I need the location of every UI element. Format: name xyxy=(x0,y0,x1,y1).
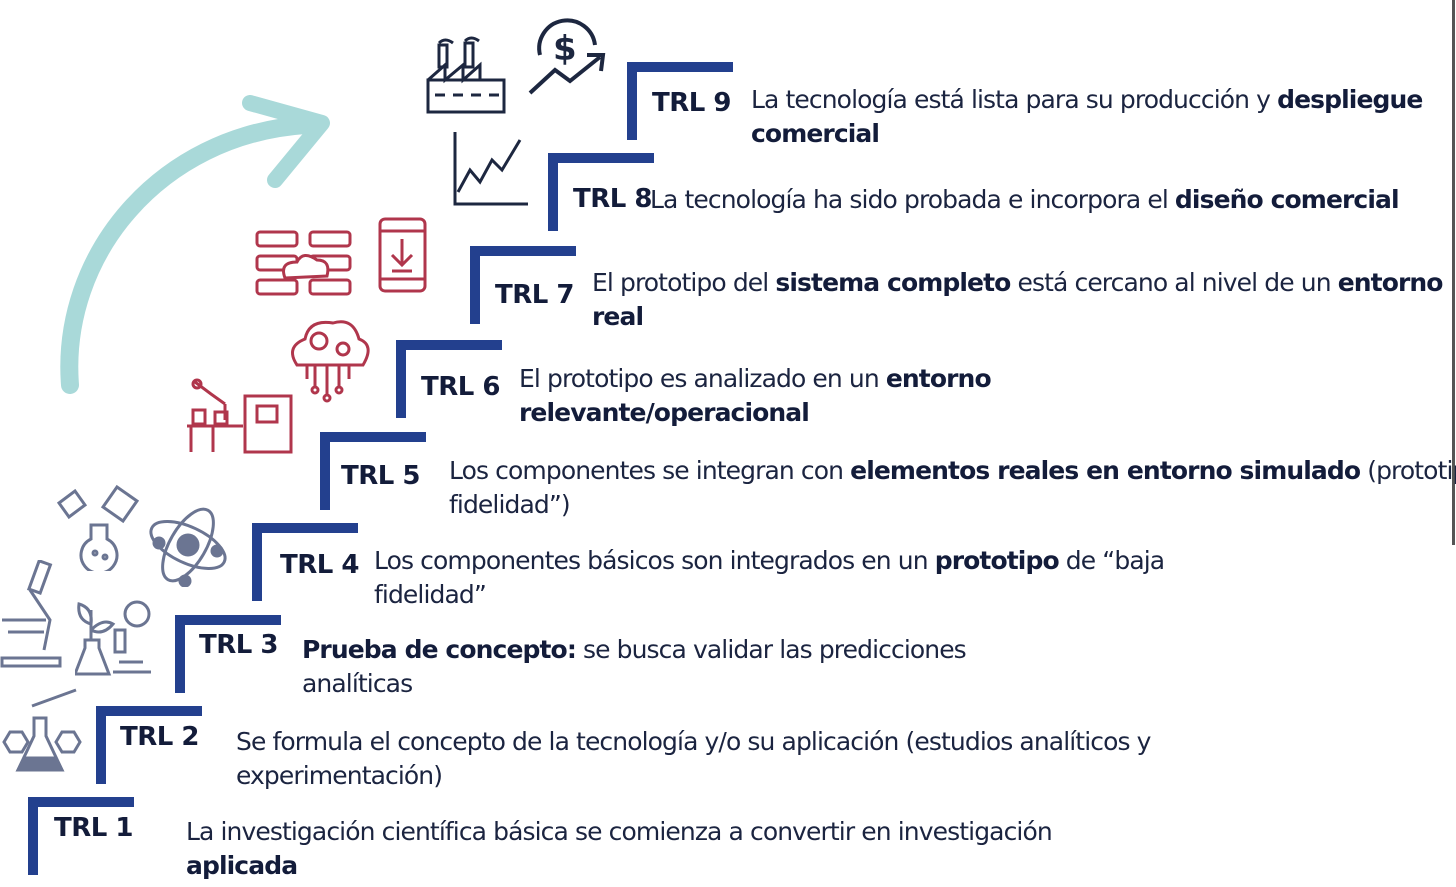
description-line: comercial xyxy=(751,117,1422,151)
trl-label: TRL 1 xyxy=(54,813,133,843)
step-bracket xyxy=(470,246,576,324)
step-bracket xyxy=(548,153,654,231)
bold-text: prototipo xyxy=(934,546,1060,575)
factory-icon xyxy=(426,36,506,114)
trl-label: TRL 2 xyxy=(120,722,199,752)
cloud-gear-icon xyxy=(291,320,370,403)
plant-flask-icon xyxy=(75,600,151,676)
trl-label: TRL 5 xyxy=(341,461,420,491)
cloud-server-icon xyxy=(255,230,352,296)
chemistry-flask-icon xyxy=(2,688,82,772)
text: La tecnología ha sido probada e incorpor… xyxy=(650,185,1175,214)
right-edge-divider xyxy=(1452,0,1455,545)
trl-label: TRL 6 xyxy=(421,372,500,402)
trl-description: Se formula el concepto de la tecnología … xyxy=(236,725,1151,793)
text: Los componentes básicos son integrados e… xyxy=(374,546,935,575)
step-bracket xyxy=(396,340,502,418)
trl-description: La investigación científica básica se co… xyxy=(186,815,1053,883)
step-bracket xyxy=(320,432,426,510)
bold-text: diseño comercial xyxy=(1174,185,1400,214)
description-line: Prueba de concepto: se busca validar las… xyxy=(302,633,967,667)
description-line: fidelidad” xyxy=(374,578,1164,612)
trl-label: TRL 4 xyxy=(280,550,359,580)
text: fidelidad” xyxy=(374,580,487,609)
step-bracket xyxy=(175,615,281,693)
svg-text:$: $ xyxy=(553,29,577,69)
bold-text: real xyxy=(592,302,644,331)
step-bracket xyxy=(252,523,358,601)
trl-description: Los componentes básicos son integrados e… xyxy=(374,544,1165,612)
bold-text: sistema completo xyxy=(775,268,1011,297)
description-line: analíticas xyxy=(302,667,966,701)
lab-glassware-icon xyxy=(56,484,140,571)
description-line: La tecnología ha sido probada e incorpor… xyxy=(650,183,1400,217)
bold-text: aplicada xyxy=(186,851,298,880)
description-line: El prototipo del sistema completo está c… xyxy=(592,266,1443,300)
trl-description: Los componentes se integran con elemento… xyxy=(449,454,1456,522)
text: La investigación científica básica se co… xyxy=(186,817,1053,846)
trl-description: El prototipo del sistema completo está c… xyxy=(592,266,1443,334)
description-line: Se formula el concepto de la tecnología … xyxy=(236,725,1151,759)
text: experimentación) xyxy=(236,761,443,790)
line-chart-icon xyxy=(453,132,528,206)
text: El prototipo del xyxy=(592,268,776,297)
microscope-icon xyxy=(0,560,62,668)
description-line: fidelidad”) xyxy=(449,488,1456,522)
text: fidelidad”) xyxy=(449,490,571,519)
text: El prototipo es analizado en un xyxy=(519,364,886,393)
trl-label: TRL 3 xyxy=(199,630,278,660)
growth-arrow-icon xyxy=(60,95,330,394)
description-line: Los componentes básicos son integrados e… xyxy=(374,544,1165,578)
trl-description: Prueba de concepto: se busca validar las… xyxy=(302,633,967,701)
trl-label: TRL 9 xyxy=(652,88,731,118)
text: (prototipo xyxy=(1367,456,1456,485)
mobile-download-icon xyxy=(378,217,427,293)
description-line: La tecnología está lista para su producc… xyxy=(751,83,1423,117)
step-bracket xyxy=(96,706,202,784)
bold-text: Prueba de concepto: xyxy=(302,635,577,664)
text: analíticas xyxy=(302,669,413,698)
text: Los componentes se integran con xyxy=(449,456,851,485)
text: de “baja xyxy=(1058,546,1165,575)
description-line: La investigación científica básica se co… xyxy=(186,815,1053,849)
bold-text: despliegue xyxy=(1277,85,1423,114)
robot-arm-icon xyxy=(187,378,293,454)
atom-icon xyxy=(149,507,227,587)
text: Se formula el concepto de la tecnología … xyxy=(236,727,1151,756)
trl-label: TRL 7 xyxy=(495,280,574,310)
trl-description: La tecnología está lista para su producc… xyxy=(751,83,1423,151)
bold-text: entorno xyxy=(1337,268,1444,297)
bold-text: relevante/operacional xyxy=(519,398,810,427)
dollar-growth-icon: $ xyxy=(528,18,606,95)
description-line: experimentación) xyxy=(236,759,1151,793)
trl-description: La tecnología ha sido probada e incorpor… xyxy=(650,183,1400,217)
step-bracket xyxy=(627,62,733,140)
description-line: relevante/operacional xyxy=(519,396,991,430)
text: La tecnología está lista para su producc… xyxy=(751,85,1278,114)
bold-text: elementos reales en entorno simulado xyxy=(850,456,1361,485)
description-line: Los componentes se integran con elemento… xyxy=(449,454,1456,488)
step-bracket xyxy=(28,797,134,875)
bold-text: entorno xyxy=(885,364,992,393)
text: está cercano al nivel de un xyxy=(1010,268,1338,297)
text: se busca validar las predicciones xyxy=(575,635,967,664)
bold-text: comercial xyxy=(751,119,880,148)
description-line: real xyxy=(592,300,1443,334)
trl-label: TRL 8 xyxy=(573,184,652,214)
description-line: aplicada xyxy=(186,849,1052,883)
description-line: El prototipo es analizado en un entorno xyxy=(519,362,992,396)
